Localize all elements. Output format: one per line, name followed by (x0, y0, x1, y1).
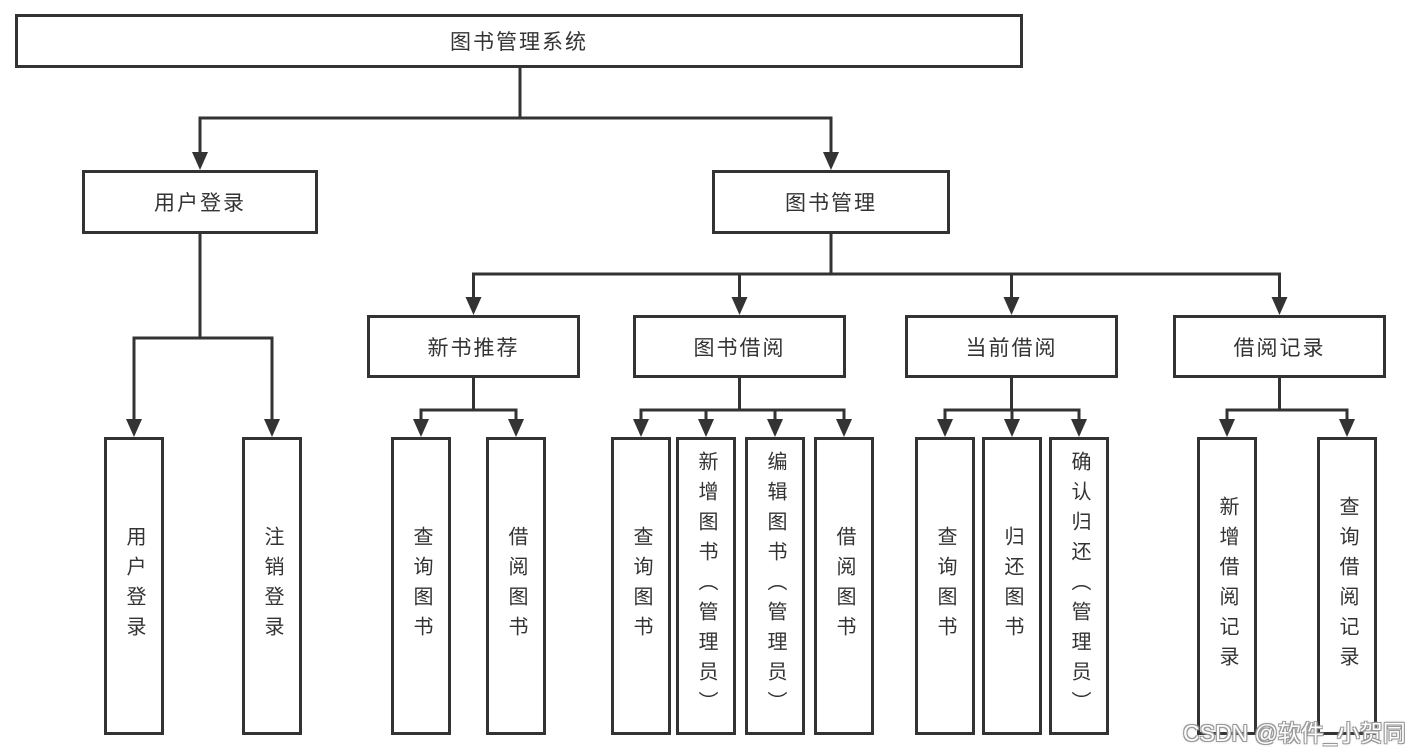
node-book-mgmt: 图书管理 (712, 170, 950, 234)
node-borrow-records-label: 借阅记录 (1233, 336, 1326, 360)
leaf-nb-query-books-label: 查询图书 (410, 526, 432, 646)
node-current-borrow-label: 当前借阅 (965, 336, 1058, 360)
leaf-cb-return-books-label: 归还图书 (1001, 526, 1023, 646)
leaf-bb-edit-books-admin-label: 编辑图书（管理员） (764, 451, 786, 721)
leaf-br-add-record-label: 新增借阅记录 (1216, 496, 1238, 676)
leaf-cb-confirm-return-admin-label: 确认归还（管理员） (1068, 451, 1090, 721)
leaf-user-login-label: 用户登录 (123, 526, 145, 646)
node-user-login-label: 用户登录 (154, 192, 246, 215)
node-root-label: 图书管理系统 (450, 31, 588, 54)
node-new-books: 新书推荐 (367, 315, 580, 378)
arrowhead-icons (126, 152, 1355, 437)
leaf-nb-borrow-books: 借阅图书 (486, 437, 546, 735)
leaf-nb-borrow-books-label: 借阅图书 (505, 526, 527, 646)
node-borrow-records: 借阅记录 (1173, 315, 1386, 378)
watermark: CSDN @软件_小贺同学 (1183, 720, 1405, 746)
leaf-bb-add-books-admin: 新增图书（管理员） (676, 437, 736, 735)
leaf-bb-edit-books-admin: 编辑图书（管理员） (745, 437, 805, 735)
leaf-bb-query-books: 查询图书 (611, 437, 671, 735)
leaf-logout-label: 注销登录 (261, 526, 283, 646)
node-book-borrow-label: 图书借阅 (693, 336, 786, 360)
leaf-bb-add-books-admin-label: 新增图书（管理员） (695, 451, 717, 721)
leaf-cb-query-books: 查询图书 (915, 437, 975, 735)
leaf-bb-borrow-books: 借阅图书 (814, 437, 874, 735)
node-book-mgmt-label: 图书管理 (785, 192, 877, 215)
leaf-br-add-record: 新增借阅记录 (1197, 437, 1257, 735)
leaf-cb-query-books-label: 查询图书 (934, 526, 956, 646)
node-user-login: 用户登录 (82, 170, 318, 234)
leaf-cb-return-books: 归还图书 (982, 437, 1042, 735)
leaf-br-query-record: 查询借阅记录 (1317, 437, 1377, 735)
leaf-bb-borrow-books-label: 借阅图书 (833, 526, 855, 646)
leaf-br-query-record-label: 查询借阅记录 (1336, 496, 1358, 676)
node-current-borrow: 当前借阅 (905, 315, 1118, 378)
node-root: 图书管理系统 (15, 14, 1023, 68)
leaf-cb-confirm-return-admin: 确认归还（管理员） (1049, 437, 1109, 735)
node-book-borrow: 图书借阅 (633, 315, 846, 378)
node-new-books-label: 新书推荐 (427, 336, 520, 360)
leaf-bb-query-books-label: 查询图书 (630, 526, 652, 646)
leaf-nb-query-books: 查询图书 (391, 437, 451, 735)
leaf-user-login: 用户登录 (104, 437, 164, 735)
leaf-logout: 注销登录 (242, 437, 302, 735)
